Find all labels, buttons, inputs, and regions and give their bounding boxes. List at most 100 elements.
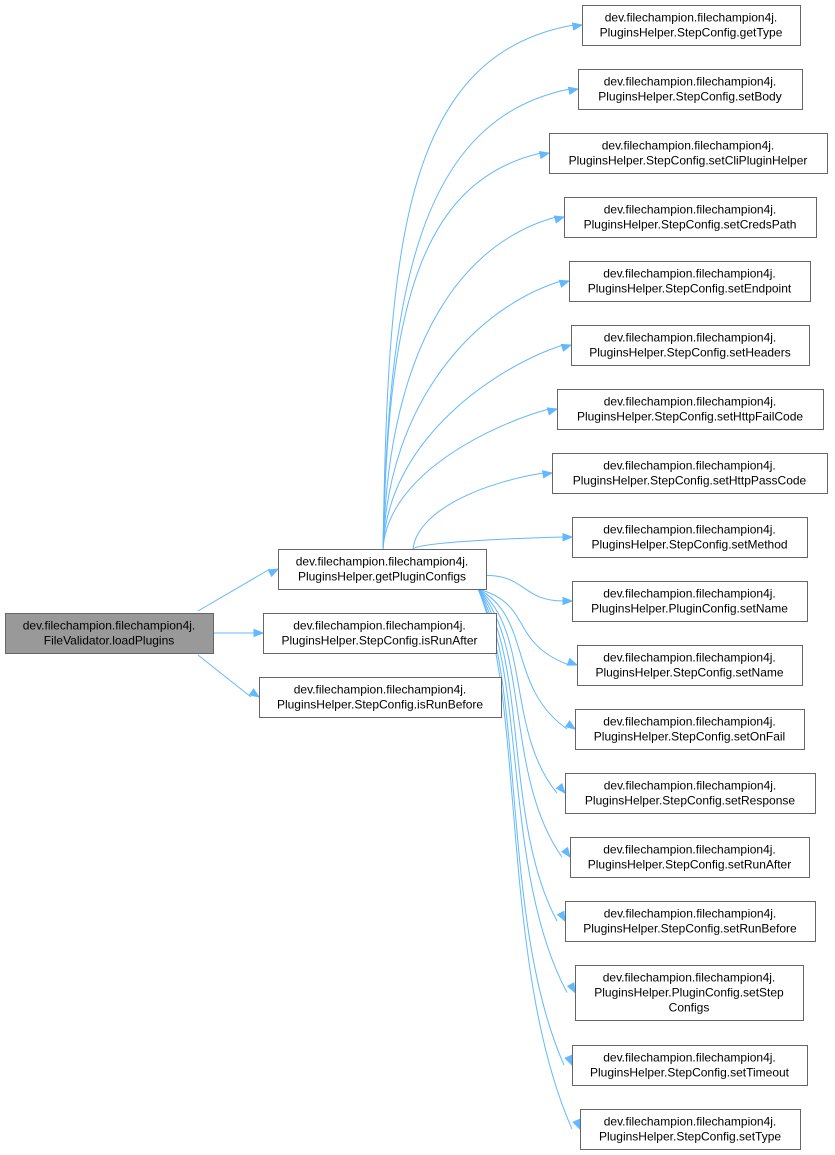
node-label-line: PluginsHelper.StepConfig.setCredsPath [584,218,797,232]
node-box [570,837,810,878]
node-label-line: dev.filechampion.filechampion4j. [604,331,777,345]
node-box [582,5,801,46]
arrowhead-set-run-after [561,846,571,859]
node-label-line: PluginsHelper.StepConfig.setEndpoint [588,282,792,296]
node-set-body[interactable]: dev.filechampion.filechampion4j.PluginsH… [578,69,803,110]
node-box [575,709,805,750]
node-set-cli-plugin-helper[interactable]: dev.filechampion.filechampion4j.PluginsH… [549,133,828,174]
edge-get-plugin-configs-to-set-response [477,588,558,794]
node-label-line: PluginsHelper.StepConfig.setHttpFailCode [577,410,803,424]
node-box [580,1109,801,1150]
arrowhead-set-step-configs [566,982,576,994]
node-box [571,325,810,366]
node-label-line: dev.filechampion.filechampion4j. [294,683,467,697]
node-box [565,901,816,942]
arrowhead-set-timeout [564,1054,573,1067]
node-set-run-before[interactable]: dev.filechampion.filechampion4j.PluginsH… [565,901,816,942]
node-label-line: PluginsHelper.StepConfig.setBody [598,90,781,104]
edge-get-plugin-configs-to-set-cli-plugin-helper [382,152,542,550]
node-set-on-fail[interactable]: dev.filechampion.filechampion4j.PluginsH… [575,709,805,750]
node-label-line: PluginsHelper.StepConfig.setCliPluginHel… [569,154,808,168]
node-set-endpoint[interactable]: dev.filechampion.filechampion4j.PluginsH… [569,261,811,302]
arrowhead-plugin-config-set-name [562,596,574,606]
node-label-line: dev.filechampion.filechampion4j. [293,619,466,633]
node-box [569,261,811,302]
edge-get-plugin-configs-to-plugin-config-set-name [485,574,565,602]
edge-get-plugin-configs-to-set-on-fail [477,588,568,730]
node-label-line: dev.filechampion.filechampion4j. [296,555,469,569]
node-box [572,1045,808,1086]
node-box [578,69,803,110]
node-set-step-configs[interactable]: dev.filechampion.filechampion4j.PluginsH… [575,965,804,1021]
node-label-line: PluginsHelper.StepConfig.setName [595,666,783,680]
arrowhead-get-type [571,22,584,31]
node-label-line: PluginsHelper.getPluginConfigs [298,570,466,584]
node-label-line: dev.filechampion.filechampion4j. [603,715,776,729]
node-label-line: dev.filechampion.filechampion4j. [604,395,777,409]
node-box [5,613,214,654]
node-set-headers[interactable]: dev.filechampion.filechampion4j.PluginsH… [571,325,810,366]
edge-get-plugin-configs-to-set-timeout [477,588,565,1066]
node-set-response[interactable]: dev.filechampion.filechampion4j.PluginsH… [565,773,816,814]
node-plugin-config-set-name[interactable]: dev.filechampion.filechampion4j.PluginsH… [572,581,808,622]
edge-get-plugin-configs-to-step-config-set-name [477,588,570,666]
node-set-type[interactable]: dev.filechampion.filechampion4j.PluginsH… [580,1109,801,1150]
arrowhead-set-http-pass-code [541,470,554,479]
node-label-line: PluginsHelper.StepConfig.setHttpPassCode [573,474,807,488]
node-box [572,581,808,622]
node-label-line: PluginsHelper.StepConfig.setTimeout [590,1066,790,1080]
arrowhead-set-type [572,1118,581,1131]
node-label-line: dev.filechampion.filechampion4j. [603,523,776,537]
node-set-http-pass-code[interactable]: dev.filechampion.filechampion4j.PluginsH… [552,453,828,494]
node-is-run-after[interactable]: dev.filechampion.filechampion4j.PluginsH… [263,613,497,654]
node-label-line: FileValidator.loadPlugins [44,634,175,648]
node-get-type[interactable]: dev.filechampion.filechampion4j.PluginsH… [582,5,801,46]
node-label-line: dev.filechampion.filechampion4j. [23,619,196,633]
node-box [575,965,804,1021]
node-label-line: PluginsHelper.StepConfig.setMethod [591,538,787,552]
arrowhead-step-config-set-name [566,657,579,666]
node-label-line: PluginsHelper.StepConfig.setOnFail [594,730,785,744]
node-box [549,133,828,174]
node-box [278,549,487,590]
node-label-line: dev.filechampion.filechampion4j. [603,1051,776,1065]
node-label-line: Configs [669,1001,710,1015]
edge-root-to-get-plugin-configs [197,568,271,612]
edge-get-plugin-configs-to-set-http-pass-code [412,472,545,550]
node-get-plugin-configs[interactable]: dev.filechampion.filechampion4j.PluginsH… [278,549,487,590]
node-label-line: PluginsHelper.StepConfig.setType [599,1130,781,1144]
arrowhead-set-run-before [556,910,566,923]
edge-get-plugin-configs-to-get-type [382,24,575,550]
node-is-run-before[interactable]: dev.filechampion.filechampion4j.PluginsH… [259,677,502,718]
node-box [263,613,497,654]
node-set-timeout[interactable]: dev.filechampion.filechampion4j.PluginsH… [572,1045,808,1086]
node-set-run-after[interactable]: dev.filechampion.filechampion4j.PluginsH… [570,837,810,878]
node-label-line: dev.filechampion.filechampion4j. [603,267,776,281]
arrowhead-set-cli-plugin-helper [538,151,551,160]
arrowhead-set-response [555,782,566,795]
node-set-http-fail-code[interactable]: dev.filechampion.filechampion4j.PluginsH… [557,389,824,430]
arrowhead-set-http-fail-code [546,407,559,416]
node-root[interactable]: dev.filechampion.filechampion4j.FileVali… [5,613,214,654]
node-label-line: PluginsHelper.PluginConfig.setStep [594,986,784,1000]
arrowhead-is-run-after [253,628,265,638]
edge-get-plugin-configs-to-set-creds-path [382,216,557,550]
node-box [557,389,824,430]
node-set-method[interactable]: dev.filechampion.filechampion4j.PluginsH… [572,517,808,558]
node-label-line: PluginsHelper.StepConfig.setHeaders [589,346,790,360]
node-box [572,517,808,558]
node-label-line: PluginsHelper.PluginConfig.setName [591,602,788,616]
node-box [259,677,502,718]
edge-get-plugin-configs-to-set-endpoint [382,280,562,550]
node-label-line: dev.filechampion.filechampion4j. [604,75,777,89]
edge-get-plugin-configs-to-set-http-fail-code [382,408,550,550]
node-box [577,645,803,686]
node-box [565,773,816,814]
arrowhead-get-plugin-configs [267,568,280,578]
node-label-line: PluginsHelper.StepConfig.getType [600,26,783,40]
node-set-creds-path[interactable]: dev.filechampion.filechampion4j.PluginsH… [564,197,817,238]
edge-get-plugin-configs-to-set-method [412,536,565,550]
node-label-line: PluginsHelper.StepConfig.setRunBefore [583,922,797,936]
node-step-config-set-name[interactable]: dev.filechampion.filechampion4j.PluginsH… [577,645,803,686]
